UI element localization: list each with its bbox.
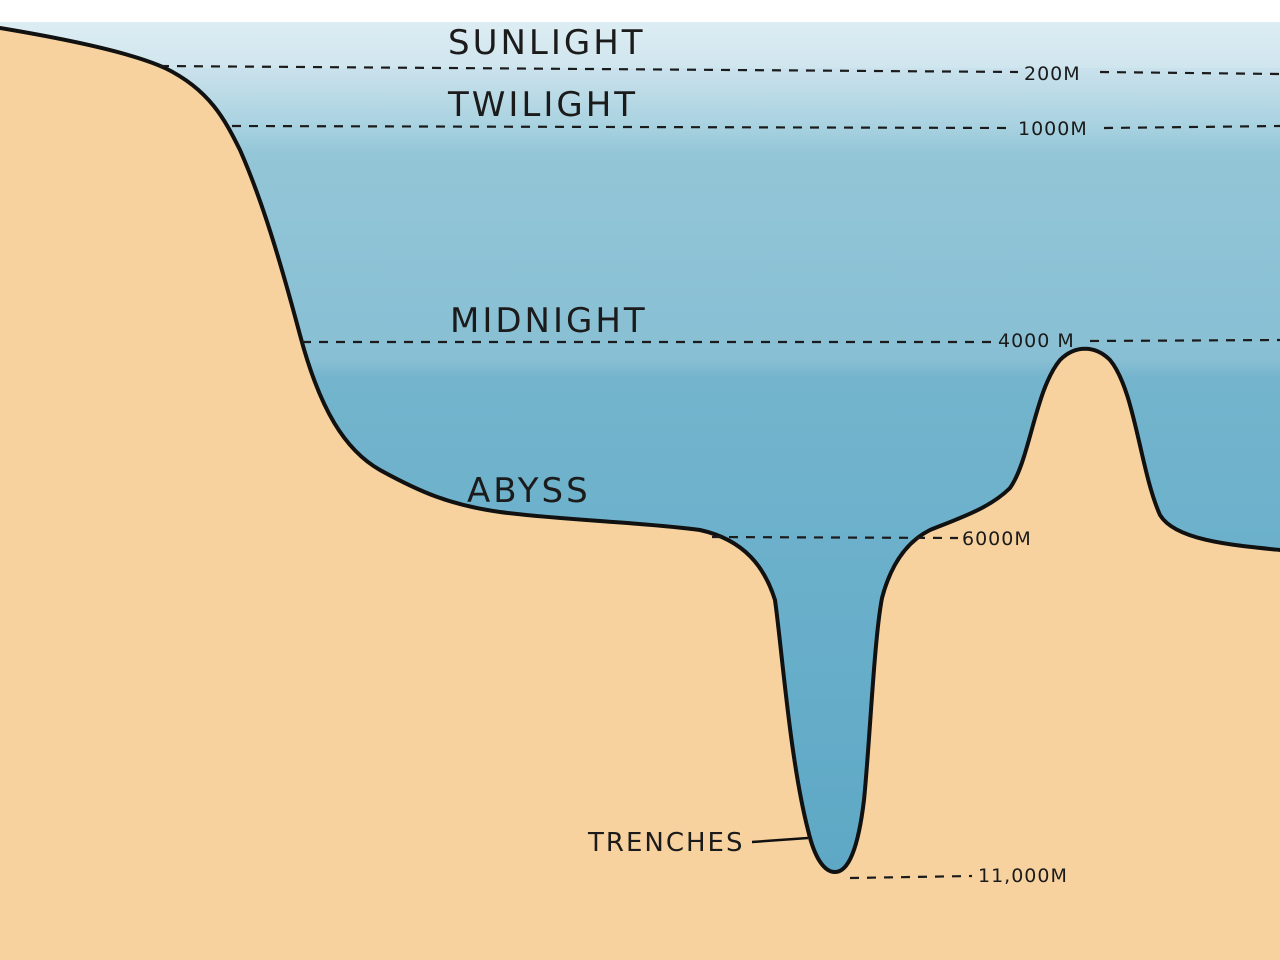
seafloor-outline xyxy=(0,26,1280,874)
depth-label-200m: 200M xyxy=(1024,63,1081,85)
depth-label-6000m: 6000M xyxy=(962,528,1032,550)
boundary-1000m-line-right xyxy=(1103,124,1280,130)
sunlight-zone-band xyxy=(0,22,1280,68)
boundary-11000m-line xyxy=(849,874,973,880)
seafloor xyxy=(0,28,1280,960)
depth-label-11000m: 11,000M xyxy=(978,865,1068,887)
boundary-200m-line-left xyxy=(159,64,1019,74)
zone-label-trenches: TRENCHES xyxy=(587,828,744,858)
zone-label-sunlight: SUNLIGHT xyxy=(448,23,646,63)
boundary-4000m-line-right xyxy=(1089,338,1280,343)
trench-pointer xyxy=(751,836,809,844)
zone-label-twilight: TWILIGHT xyxy=(447,85,638,125)
zone-label-abyss: ABYSS xyxy=(467,471,591,511)
zone-label-midnight: MIDNIGHT xyxy=(450,301,648,341)
depth-label-1000m: 1000M xyxy=(1018,118,1088,140)
boundary-1000m-line-left xyxy=(231,124,1013,130)
boundary-200m-line-right xyxy=(1099,70,1280,76)
boundary-6000m-line xyxy=(711,535,959,540)
depth-label-4000m: 4000 M xyxy=(998,330,1075,352)
